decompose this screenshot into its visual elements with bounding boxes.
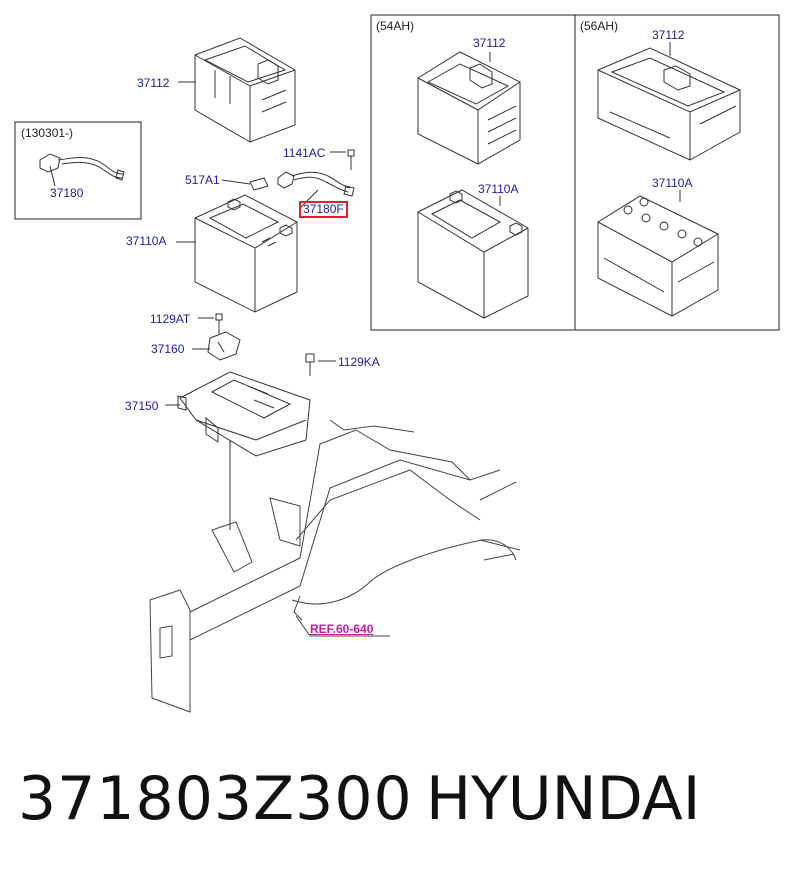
label-cable-highlight[interactable]: 37180F — [299, 201, 348, 218]
battery-cable-drawing — [277, 149, 355, 209]
inset-box-date — [14, 121, 142, 220]
bracket-drawing — [221, 177, 269, 191]
label-cable-inset[interactable]: 37180 — [50, 186, 84, 200]
label-battery-main[interactable]: 37110A — [126, 234, 167, 248]
label-battery-54ah[interactable]: 37110A — [478, 182, 519, 196]
battery-main-drawing — [176, 194, 298, 313]
label-battery-56ah[interactable]: 37110A — [652, 176, 693, 190]
label-tray-main[interactable]: 37112 — [137, 76, 170, 90]
battery-tray-56ah-drawing — [597, 42, 741, 161]
battery-cable-inset-drawing — [39, 153, 125, 187]
label-date-note: (130301-) — [21, 126, 74, 140]
clamp-and-bolts-drawing — [192, 313, 336, 376]
battery-54ah-drawing — [417, 189, 529, 319]
vehicle-frame-drawing — [149, 419, 521, 713]
label-capacity-54ah: (54AH) — [376, 19, 415, 33]
label-bolt-top[interactable]: 1141AC — [283, 146, 326, 160]
battery-tray-main-drawing — [178, 37, 296, 143]
battery-56ah-drawing — [597, 190, 719, 317]
label-bracket[interactable]: 517A1 — [185, 173, 220, 187]
label-bolt-right[interactable]: 1129KA — [338, 355, 380, 369]
part-number: 371803Z300 — [18, 764, 413, 834]
label-clamp[interactable]: 37160 — [151, 342, 185, 356]
label-capacity-56ah: (56AH) — [580, 19, 619, 33]
label-tray-base[interactable]: 37150 — [125, 399, 159, 413]
label-tray-54ah[interactable]: 37112 — [473, 36, 506, 50]
label-bolt-mid[interactable]: 1129AT — [150, 312, 191, 326]
parts-diagram-drawing — [14, 14, 780, 713]
battery-tray-54ah-drawing — [417, 51, 521, 165]
battery-tray-base-drawing — [165, 371, 311, 530]
label-tray-56ah[interactable]: 37112 — [652, 28, 685, 42]
label-ref[interactable]: REF.60-640 — [310, 622, 374, 636]
parts-diagram: 37112 (130301-) 37180 1141AC 517A1 37180… — [14, 14, 780, 713]
brand-name: HYUNDAI — [426, 764, 701, 834]
